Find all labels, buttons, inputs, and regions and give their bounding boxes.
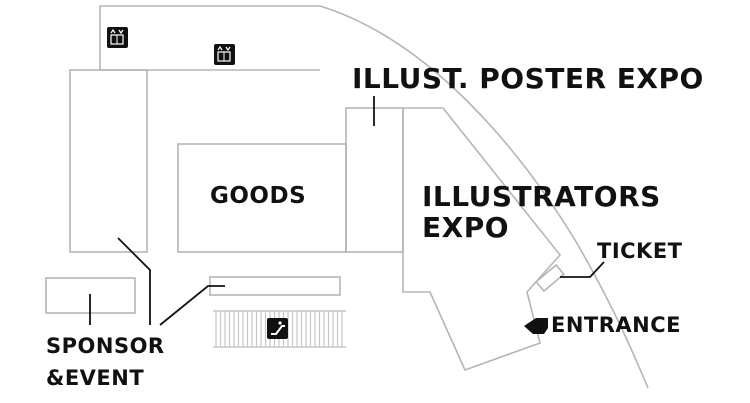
upper-block-outline (99, 5, 320, 71)
sponsor-leader-line-2 (159, 285, 225, 326)
elevator-icon (214, 44, 235, 65)
entrance-label: ENTRANCE (551, 313, 681, 337)
illustrators-hall-outline (402, 107, 562, 372)
sponsor-event-label-line1: SPONSOR (46, 334, 165, 358)
poster-hall-outline (345, 107, 404, 253)
elevator-icon (107, 27, 128, 48)
ticket-label: TICKET (597, 239, 683, 263)
outer-boundary-curve (319, 5, 649, 389)
ticket-booth-outline (535, 263, 565, 293)
entrance-arrow-icon (524, 318, 548, 334)
escalator-icon (267, 318, 288, 339)
left-hall-outline (69, 69, 148, 253)
sponsor-event-label-line2: &EVENT (46, 366, 145, 390)
corridor-bar-outline (209, 276, 341, 296)
illustrators-expo-label-line1: ILLUSTRATORS (422, 180, 661, 213)
illust-poster-expo-label: ILLUST. POSTER EXPO (352, 62, 704, 95)
ticket-leader-line (560, 261, 605, 278)
goods-label: GOODS (210, 183, 307, 209)
sponsor-leader-line-1 (117, 237, 151, 325)
illustrators-expo-label-line2: EXPO (422, 211, 510, 244)
